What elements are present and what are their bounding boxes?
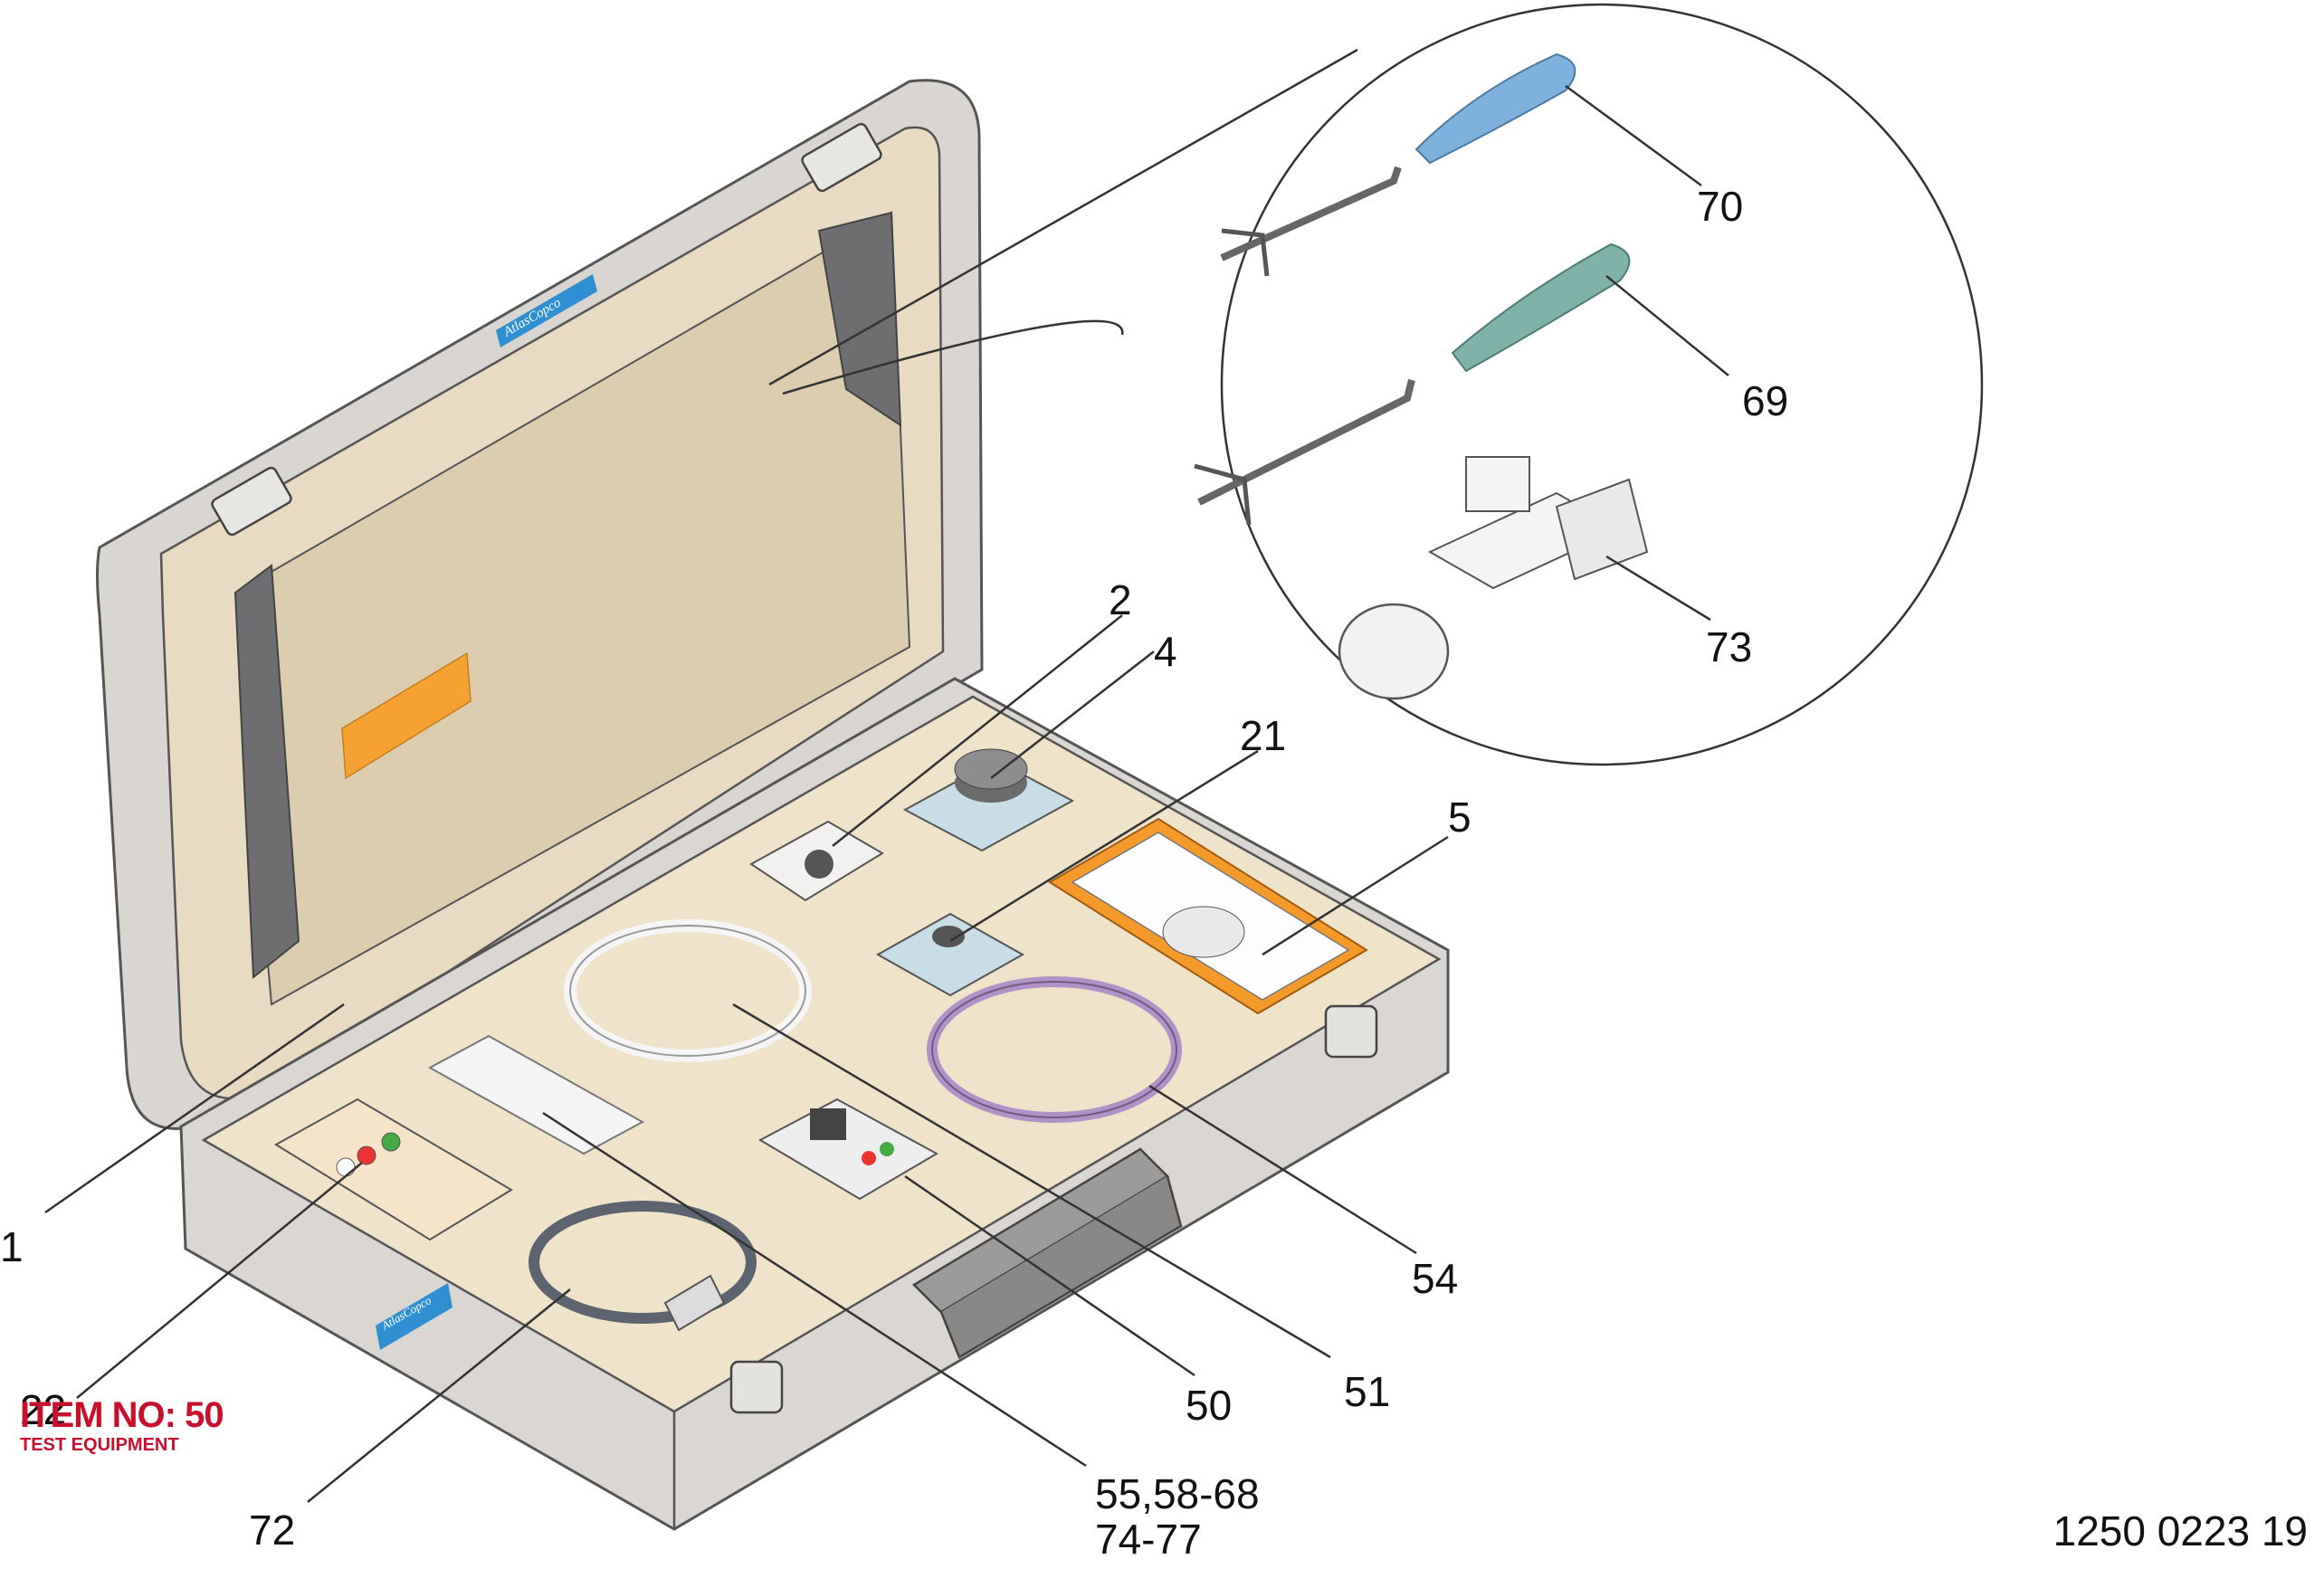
item-54-cable [927,976,1182,1123]
case-lid: AtlasCopco [96,79,984,1130]
callout-1: 1 [0,1223,24,1270]
item-21-module [875,912,1025,997]
lid-latch-left[interactable] [210,466,292,537]
callout-54: 54 [1412,1255,1459,1302]
callout-5: 5 [1448,794,1472,841]
item-22-sensor-box [274,1098,513,1241]
callout-72: 72 [249,1507,296,1554]
callout-73: 73 [1706,623,1753,670]
lid-latch-right[interactable] [800,122,882,193]
callout-22: 22 [20,1386,67,1433]
item-4-module [902,748,1075,852]
item-51-cable [564,919,812,1062]
callout-55: 55,58-68 [1095,1470,1260,1517]
callout-4: 4 [1154,628,1177,675]
item-50-control-box [757,1098,939,1201]
item-55-parts-pack [427,1034,645,1155]
item-2-module [749,820,884,902]
item-73-connector [1338,456,1649,700]
callout-50: 50 [1186,1382,1233,1429]
base-latch-left[interactable] [729,1360,784,1414]
callout-74-77: 74-77 [1095,1516,1202,1563]
base-latch-right[interactable] [1324,1004,1378,1059]
item-70-tool [1220,52,1576,277]
callout-21: 21 [1240,712,1287,759]
leader-lines [44,84,1729,1503]
document-number: 1250 0223 19 [2053,1507,2308,1554]
callout-69: 69 [1742,377,1789,424]
callout-70: 70 [1697,183,1744,230]
item-description-stamp: TEST EQUIPMENT [20,1435,179,1455]
item-69-tool [1194,242,1631,526]
item-72-cable [529,1201,757,1332]
detail-zoom-circle [768,3,1984,766]
callout-51: 51 [1344,1368,1391,1415]
callout-2: 2 [1109,576,1132,623]
item-number-stamp: ITEM NO: 50 [20,1395,224,1435]
item-5-multimeter [1048,817,1368,1015]
